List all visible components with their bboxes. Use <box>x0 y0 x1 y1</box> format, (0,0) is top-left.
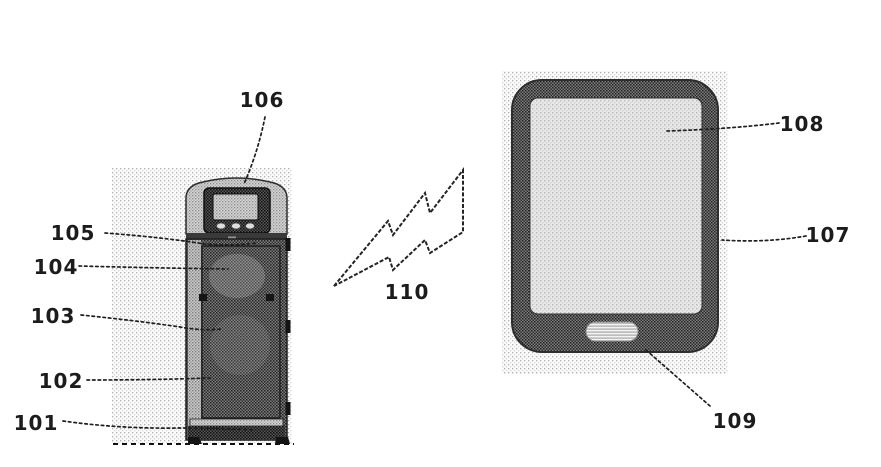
callout-101: 101 <box>13 411 59 435</box>
control-panel-button <box>245 222 255 230</box>
tablet-screen <box>529 97 703 315</box>
control-panel-screen <box>212 193 259 221</box>
leader-line-107 <box>721 235 807 242</box>
base-stripe <box>189 418 284 427</box>
leader-line-101 <box>62 420 255 431</box>
tablet-device <box>502 71 728 374</box>
leader-line-102 <box>86 377 211 381</box>
callout-106: 106 <box>239 88 285 112</box>
hinge <box>285 238 291 251</box>
callout-110: 110 <box>384 280 430 304</box>
callout-104: 104 <box>33 255 79 279</box>
callout-107: 107 <box>805 223 851 247</box>
hinge <box>285 320 291 333</box>
leader-line-109 <box>645 349 711 407</box>
wireless-signal-bolt-icon <box>333 167 464 287</box>
leader-line-106 <box>243 116 266 185</box>
appliance-foot <box>188 437 202 444</box>
leader-line-105 <box>104 232 258 246</box>
callout-103: 103 <box>30 304 76 328</box>
control-panel-button <box>231 222 241 230</box>
hinge <box>285 402 291 415</box>
control-panel-button <box>216 222 226 230</box>
leader-line-108 <box>666 122 780 132</box>
leader-line-104 <box>78 265 229 270</box>
body-left-edge-highlight <box>188 240 201 438</box>
appliance-unit <box>112 168 294 445</box>
door-latch <box>266 294 274 301</box>
tablet-home-button <box>585 321 639 342</box>
leader-line-103 <box>80 314 222 331</box>
callout-102: 102 <box>38 369 84 393</box>
brand-mark <box>228 236 236 240</box>
door-sheen <box>209 254 265 298</box>
appliance-foot <box>275 437 290 444</box>
callout-105: 105 <box>50 221 96 245</box>
door-latch <box>199 294 207 301</box>
appliance-door <box>201 245 281 419</box>
appliance-base <box>188 426 285 440</box>
callout-108: 108 <box>779 112 825 136</box>
door-sheen <box>210 315 270 375</box>
callout-109: 109 <box>712 409 758 433</box>
cap-seam <box>186 233 287 239</box>
